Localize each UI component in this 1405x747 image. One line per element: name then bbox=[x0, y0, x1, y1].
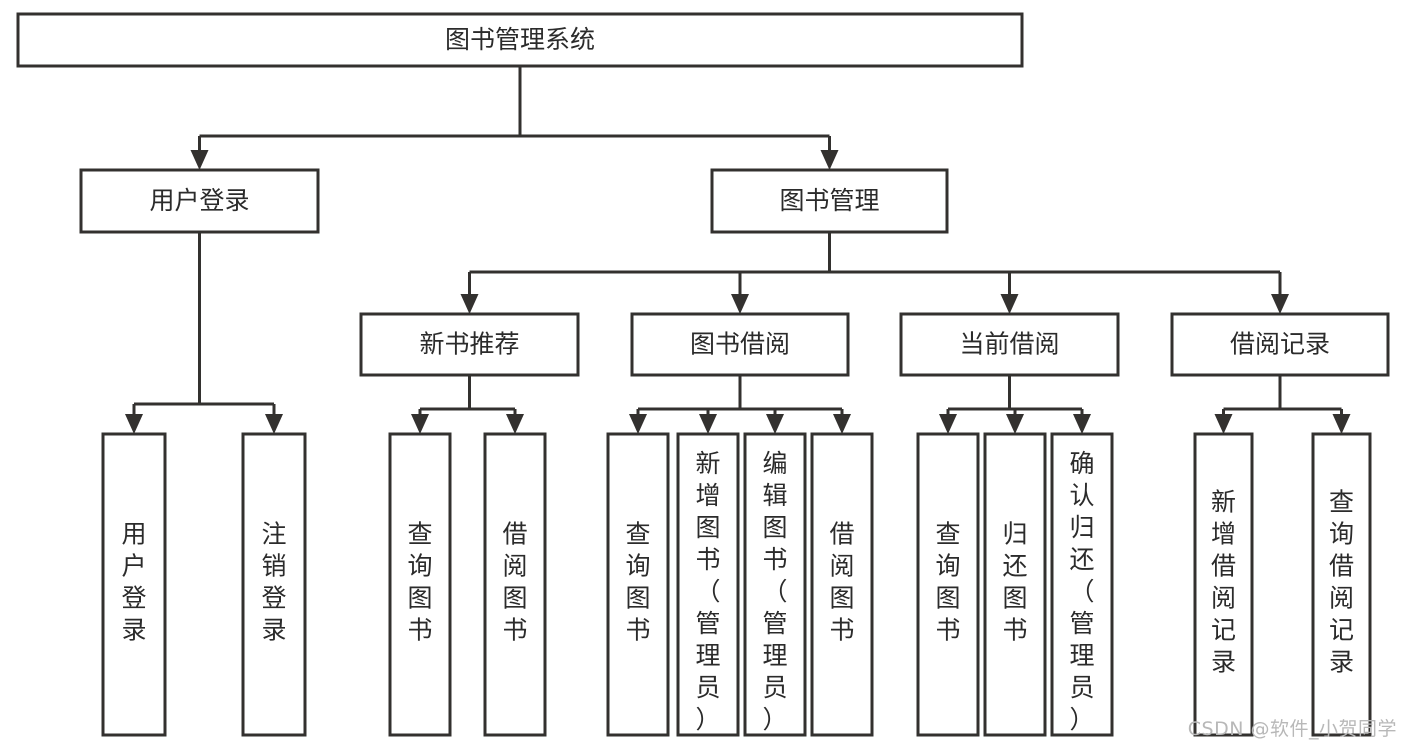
leaf-10-label: 确认归还（管理员） bbox=[1069, 449, 1094, 734]
arrow-head-icon bbox=[731, 294, 749, 314]
leaf-9-label: 归还图书 bbox=[1002, 520, 1027, 645]
leaf-8-label: 查询图书 bbox=[935, 520, 960, 645]
node-e59bbee4b9a6e7aea1e79086e7b3bbe7bb9f-root-box[interactable] bbox=[16, 12, 1024, 68]
arrow-head-icon bbox=[265, 414, 283, 434]
connector-layer bbox=[125, 66, 1351, 434]
arrow-head-icon bbox=[629, 414, 647, 434]
arrow-head-icon bbox=[1271, 294, 1289, 314]
leaf-12[interactable]: 查询借阅记录 bbox=[1311, 432, 1372, 737]
leaf-4-box[interactable] bbox=[606, 432, 670, 737]
arrow-head-icon bbox=[766, 414, 784, 434]
node-e794a8e688b7e799bbe5bd95-l2[interactable]: 用户登录 bbox=[79, 168, 320, 234]
node-layer: 图书管理系统用户登录图书管理新书推荐图书借阅当前借阅借阅记录用户登录注销登录查询… bbox=[16, 12, 1390, 737]
node-e794a8e688b7e799bbe5bd95-l2-label: 用户登录 bbox=[149, 186, 249, 215]
node-e5809fe99885e8aeb0e5bd95-l3[interactable]: 借阅记录 bbox=[1170, 312, 1390, 377]
leaf-9[interactable]: 归还图书 bbox=[983, 432, 1047, 737]
node-e5809fe99885e8aeb0e5bd95-l3-box[interactable] bbox=[1170, 312, 1390, 377]
leaf-1-label: 注销登录 bbox=[261, 520, 286, 645]
leaf-8[interactable]: 查询图书 bbox=[916, 432, 980, 737]
leaf-10[interactable]: 确认归还（管理员） bbox=[1050, 432, 1114, 737]
leaf-0-label: 用户登录 bbox=[121, 520, 146, 645]
leaf-4-label: 查询图书 bbox=[625, 520, 650, 645]
leaf-5[interactable]: 新增图书（管理员） bbox=[676, 432, 740, 737]
arrow-head-icon bbox=[1000, 294, 1019, 314]
leaf-3-box[interactable] bbox=[483, 432, 547, 737]
node-e59bbee4b9a6e5809fe99885-l3-label: 图书借阅 bbox=[690, 330, 790, 359]
arrow-head-icon bbox=[125, 414, 143, 434]
leaf-6-label: 编辑图书（管理员） bbox=[762, 449, 787, 734]
node-e696b0e4b9a6e68ea8e88d90-l3-box[interactable] bbox=[359, 312, 580, 377]
node-e5bd93e5898de5809fe99885-l3-label: 当前借阅 bbox=[959, 330, 1059, 359]
node-e59bbee4b9a6e7aea1e79086-l2[interactable]: 图书管理 bbox=[710, 168, 949, 234]
node-e59bbee4b9a6e5809fe99885-l3[interactable]: 图书借阅 bbox=[630, 312, 850, 377]
node-e5bd93e5898de5809fe99885-l3[interactable]: 当前借阅 bbox=[899, 312, 1120, 377]
node-e696b0e4b9a6e68ea8e88d90-l3[interactable]: 新书推荐 bbox=[359, 312, 580, 377]
node-e5bd93e5898de5809fe99885-l3-box[interactable] bbox=[899, 312, 1120, 377]
leaf-2-box[interactable] bbox=[388, 432, 452, 737]
leaf-1[interactable]: 注销登录 bbox=[241, 432, 307, 737]
arrow-head-icon bbox=[460, 294, 479, 314]
arrow-head-icon bbox=[820, 150, 839, 170]
leaf-2-label: 查询图书 bbox=[407, 520, 432, 645]
leaf-7[interactable]: 借阅图书 bbox=[810, 432, 874, 737]
node-e794a8e688b7e799bbe5bd95-l2-box[interactable] bbox=[79, 168, 320, 234]
node-e59bbee4b9a6e7aea1e79086e7b3bbe7bb9f-root-label: 图书管理系统 bbox=[445, 25, 595, 54]
leaf-0[interactable]: 用户登录 bbox=[101, 432, 167, 737]
node-e59bbee4b9a6e7aea1e79086-l2-label: 图书管理 bbox=[779, 186, 879, 215]
leaf-7-box[interactable] bbox=[810, 432, 874, 737]
arrow-head-icon bbox=[190, 150, 209, 170]
arrow-head-icon bbox=[506, 414, 524, 434]
node-e59bbee4b9a6e5809fe99885-l3-box[interactable] bbox=[630, 312, 850, 377]
leaf-10-box[interactable] bbox=[1050, 432, 1114, 737]
arrow-head-icon bbox=[411, 414, 429, 434]
leaf-0-box[interactable] bbox=[101, 432, 167, 737]
arrow-head-icon bbox=[939, 414, 957, 434]
leaf-12-label: 查询借阅记录 bbox=[1329, 488, 1354, 677]
leaf-5-box[interactable] bbox=[676, 432, 740, 737]
leaf-6-box[interactable] bbox=[743, 432, 807, 737]
arrow-head-icon bbox=[1332, 414, 1351, 434]
leaf-9-box[interactable] bbox=[983, 432, 1047, 737]
leaf-2[interactable]: 查询图书 bbox=[388, 432, 452, 737]
leaf-7-label: 借阅图书 bbox=[829, 520, 854, 645]
leaf-11-box[interactable] bbox=[1193, 432, 1254, 737]
leaf-8-box[interactable] bbox=[916, 432, 980, 737]
leaf-11[interactable]: 新增借阅记录 bbox=[1193, 432, 1254, 737]
leaf-4[interactable]: 查询图书 bbox=[606, 432, 670, 737]
leaf-3[interactable]: 借阅图书 bbox=[483, 432, 547, 737]
node-e696b0e4b9a6e68ea8e88d90-l3-label: 新书推荐 bbox=[419, 330, 519, 359]
arrow-head-icon bbox=[833, 414, 851, 434]
leaf-3-label: 借阅图书 bbox=[502, 520, 527, 645]
node-e5809fe99885e8aeb0e5bd95-l3-label: 借阅记录 bbox=[1230, 330, 1330, 359]
arrow-head-icon bbox=[1006, 414, 1024, 434]
node-e59bbee4b9a6e7aea1e79086-l2-box[interactable] bbox=[710, 168, 949, 234]
arrow-head-icon bbox=[1073, 414, 1091, 434]
arrow-head-icon bbox=[699, 414, 717, 434]
leaf-6[interactable]: 编辑图书（管理员） bbox=[743, 432, 807, 737]
leaf-1-box[interactable] bbox=[241, 432, 307, 737]
leaf-11-label: 新增借阅记录 bbox=[1211, 488, 1236, 677]
leaf-12-box[interactable] bbox=[1311, 432, 1372, 737]
arrow-head-icon bbox=[1214, 414, 1233, 434]
node-e59bbee4b9a6e7aea1e79086e7b3bbe7bb9f-root[interactable]: 图书管理系统 bbox=[16, 12, 1024, 68]
leaf-5-label: 新增图书（管理员） bbox=[695, 449, 720, 734]
